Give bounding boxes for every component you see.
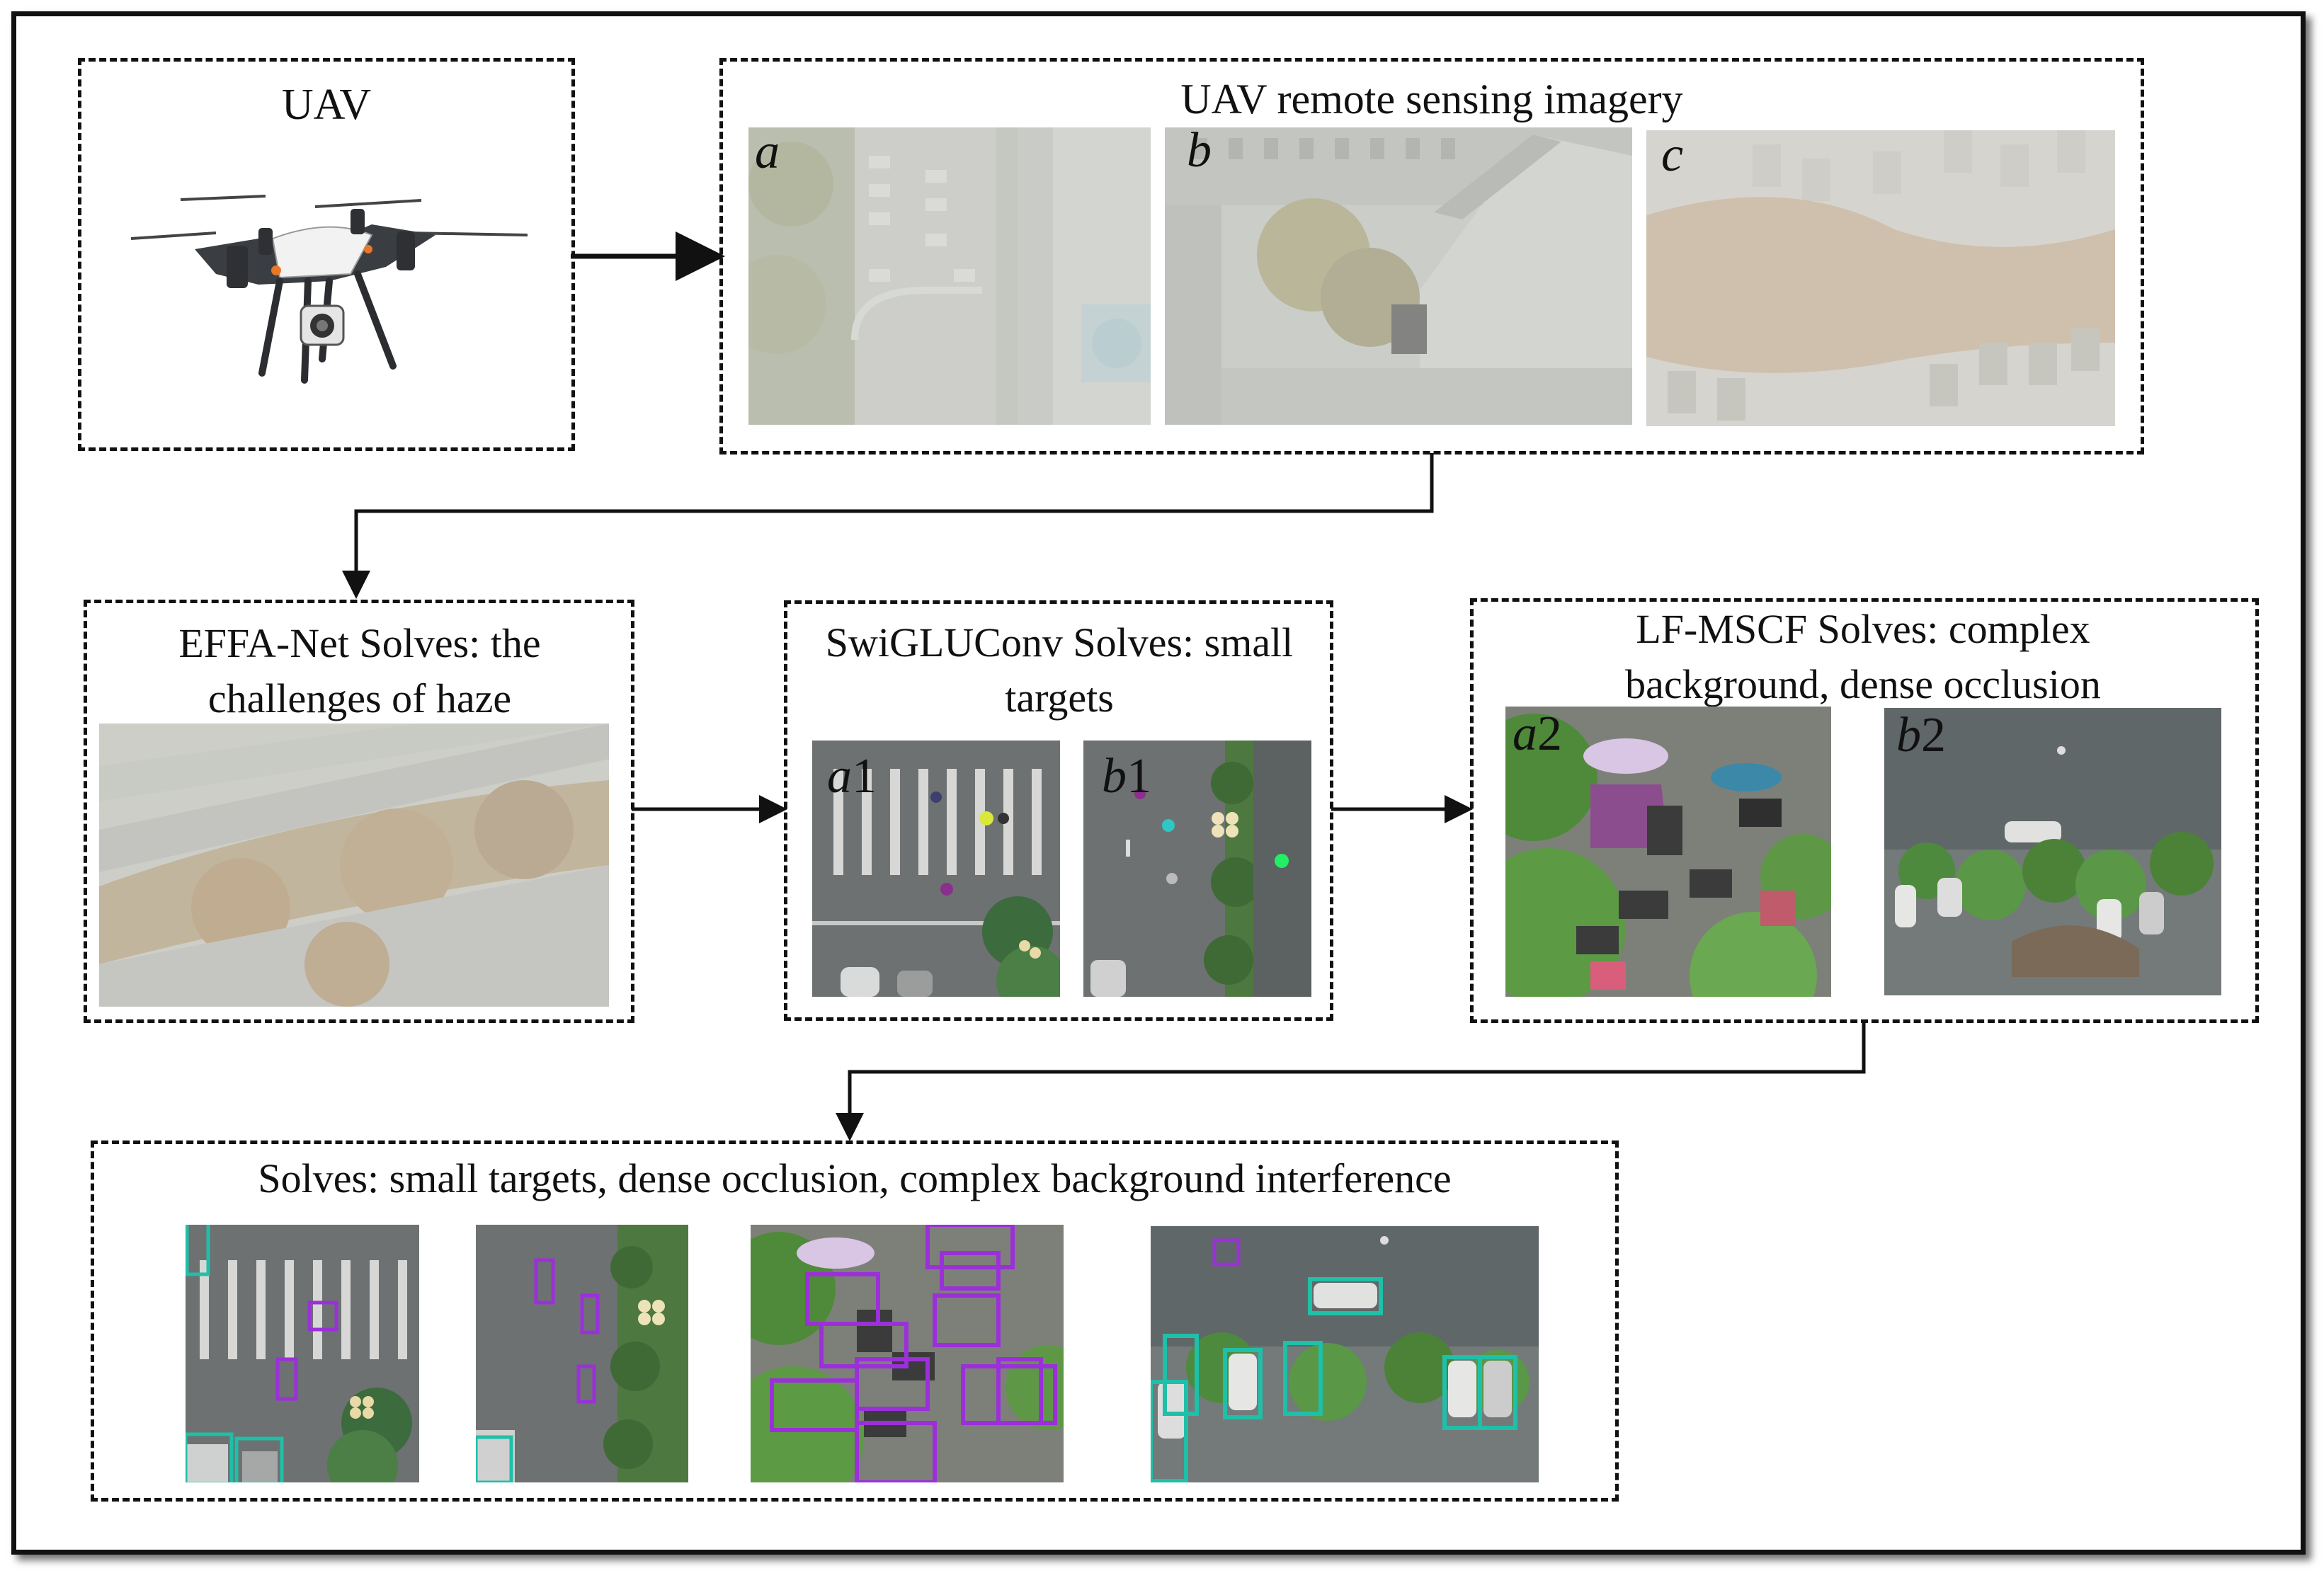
arrow-imagery-to-effa — [342, 453, 1434, 599]
imagery-photo-a — [748, 127, 1151, 425]
results-photo-2 — [476, 1225, 688, 1482]
swiglu-tag-a1: a1 — [827, 749, 877, 804]
lfmscf-photo-a2 — [1505, 707, 1831, 997]
swiglu-title: SwiGLUConv Solves: small targets — [825, 619, 1294, 721]
effa-title: EFFA-Net Solves: the challenges of haze — [178, 620, 541, 721]
results-photo-3 — [751, 1225, 1064, 1482]
imagery-box: UAV remote sensing imagery — [719, 58, 2144, 454]
uav-title: UAV — [281, 81, 372, 129]
imagery-photo-c — [1646, 130, 2115, 426]
drone-icon — [130, 195, 528, 384]
imagery-tag-b: b — [1187, 123, 1212, 178]
swiglu-photo-a1 — [812, 741, 1060, 997]
swiglu-tag-b1: b1 — [1102, 749, 1151, 804]
imagery-title: UAV remote sensing imagery — [1180, 76, 1683, 122]
results-photo-4 — [1151, 1226, 1539, 1482]
lfmscf-tag-a2: a2 — [1513, 707, 1562, 761]
swiglu-photo-b1 — [1083, 741, 1311, 997]
results-title: Solves: small targets, dense occlusion, … — [258, 1155, 1452, 1201]
swiglu-box: SwiGLUConv Solves: small targets — [784, 600, 1333, 1021]
effa-photo — [99, 724, 609, 1007]
lfmscf-title: LF-MSCF Solves: complex background, dens… — [1625, 606, 2101, 707]
lfmscf-tag-b2: b2 — [1896, 708, 1946, 762]
outer-frame — [11, 11, 2306, 1555]
imagery-photo-b — [1165, 127, 1632, 425]
lfmscf-box: LF-MSCF Solves: complex background, dens… — [1470, 598, 2259, 1023]
lfmscf-photo-b2 — [1884, 708, 2221, 995]
arrow-lfmscf-to-results — [836, 1022, 1866, 1141]
uav-box: UAV — [78, 58, 575, 451]
imagery-tag-c: c — [1661, 127, 1684, 182]
imagery-tag-a: a — [755, 125, 780, 179]
effa-box: EFFA-Net Solves: the challenges of haze — [84, 600, 634, 1023]
results-photo-1 — [186, 1225, 419, 1482]
results-box: Solves: small targets, dense occlusion, … — [91, 1140, 1619, 1502]
